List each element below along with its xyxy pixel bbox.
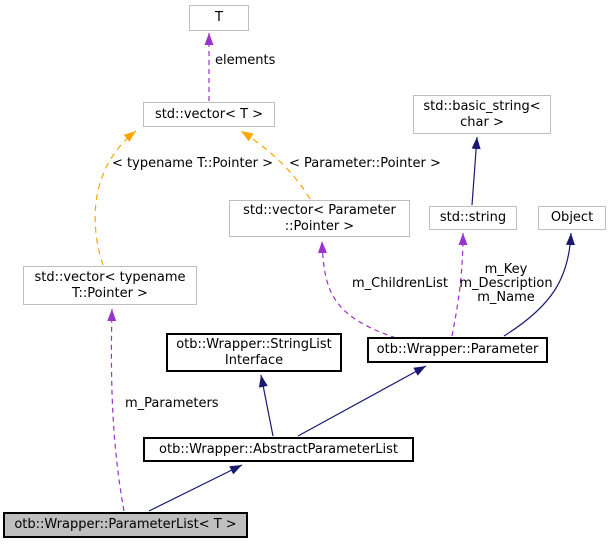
edge-label-elements: elements	[215, 53, 276, 68]
node-std-string: std::string	[429, 206, 517, 230]
edge-label-m-key-description-name: m_Key m_Description m_Name	[459, 262, 553, 305]
edge-abstract-to-stringlistinterface	[258, 374, 274, 437]
edge-abstract-to-parameter	[297, 365, 427, 437]
edge-m-parameters	[107, 308, 125, 512]
node-otb-wrapper-abstractparameterlist[interactable]: otb::Wrapper::AbstractParameterList	[143, 437, 414, 462]
edge-label-template-parameter: < Parameter::Pointer >	[289, 156, 441, 171]
node-std-vector-typename-t-pointer: std::vector< typename T::Pointer >	[23, 266, 197, 305]
edge-template-parameter-pointer	[240, 130, 311, 200]
node-object: Object	[538, 206, 606, 230]
edge-string-to-basicstring	[471, 136, 481, 206]
edge-m-key-description-name	[451, 232, 468, 337]
edge-label-m-childrenlist: m_ChildrenList	[352, 276, 448, 291]
edge-parameter-to-object	[503, 232, 575, 337]
node-std-vector-t: std::vector< T >	[143, 102, 275, 127]
node-T: T	[189, 5, 249, 31]
node-std-basic-string-char: std::basic_string< char >	[413, 95, 551, 134]
edge-label-template-typename: < typename T::Pointer >	[112, 156, 273, 171]
node-otb-wrapper-parameter[interactable]: otb::Wrapper::Parameter	[367, 337, 548, 363]
edge-m-childrenlist	[317, 240, 397, 339]
node-std-vector-parameter-pointer: std::vector< Parameter ::Pointer >	[229, 200, 410, 237]
edge-template-typename-pointer	[94, 130, 137, 266]
node-otb-wrapper-stringlistinterface[interactable]: otb::Wrapper::StringList Interface	[166, 333, 342, 372]
edge-parameterlist-to-abstract	[148, 464, 243, 512]
edge-label-m-parameters: m_Parameters	[125, 396, 219, 411]
node-otb-wrapper-parameterlist: otb::Wrapper::ParameterList< T >	[3, 512, 248, 538]
